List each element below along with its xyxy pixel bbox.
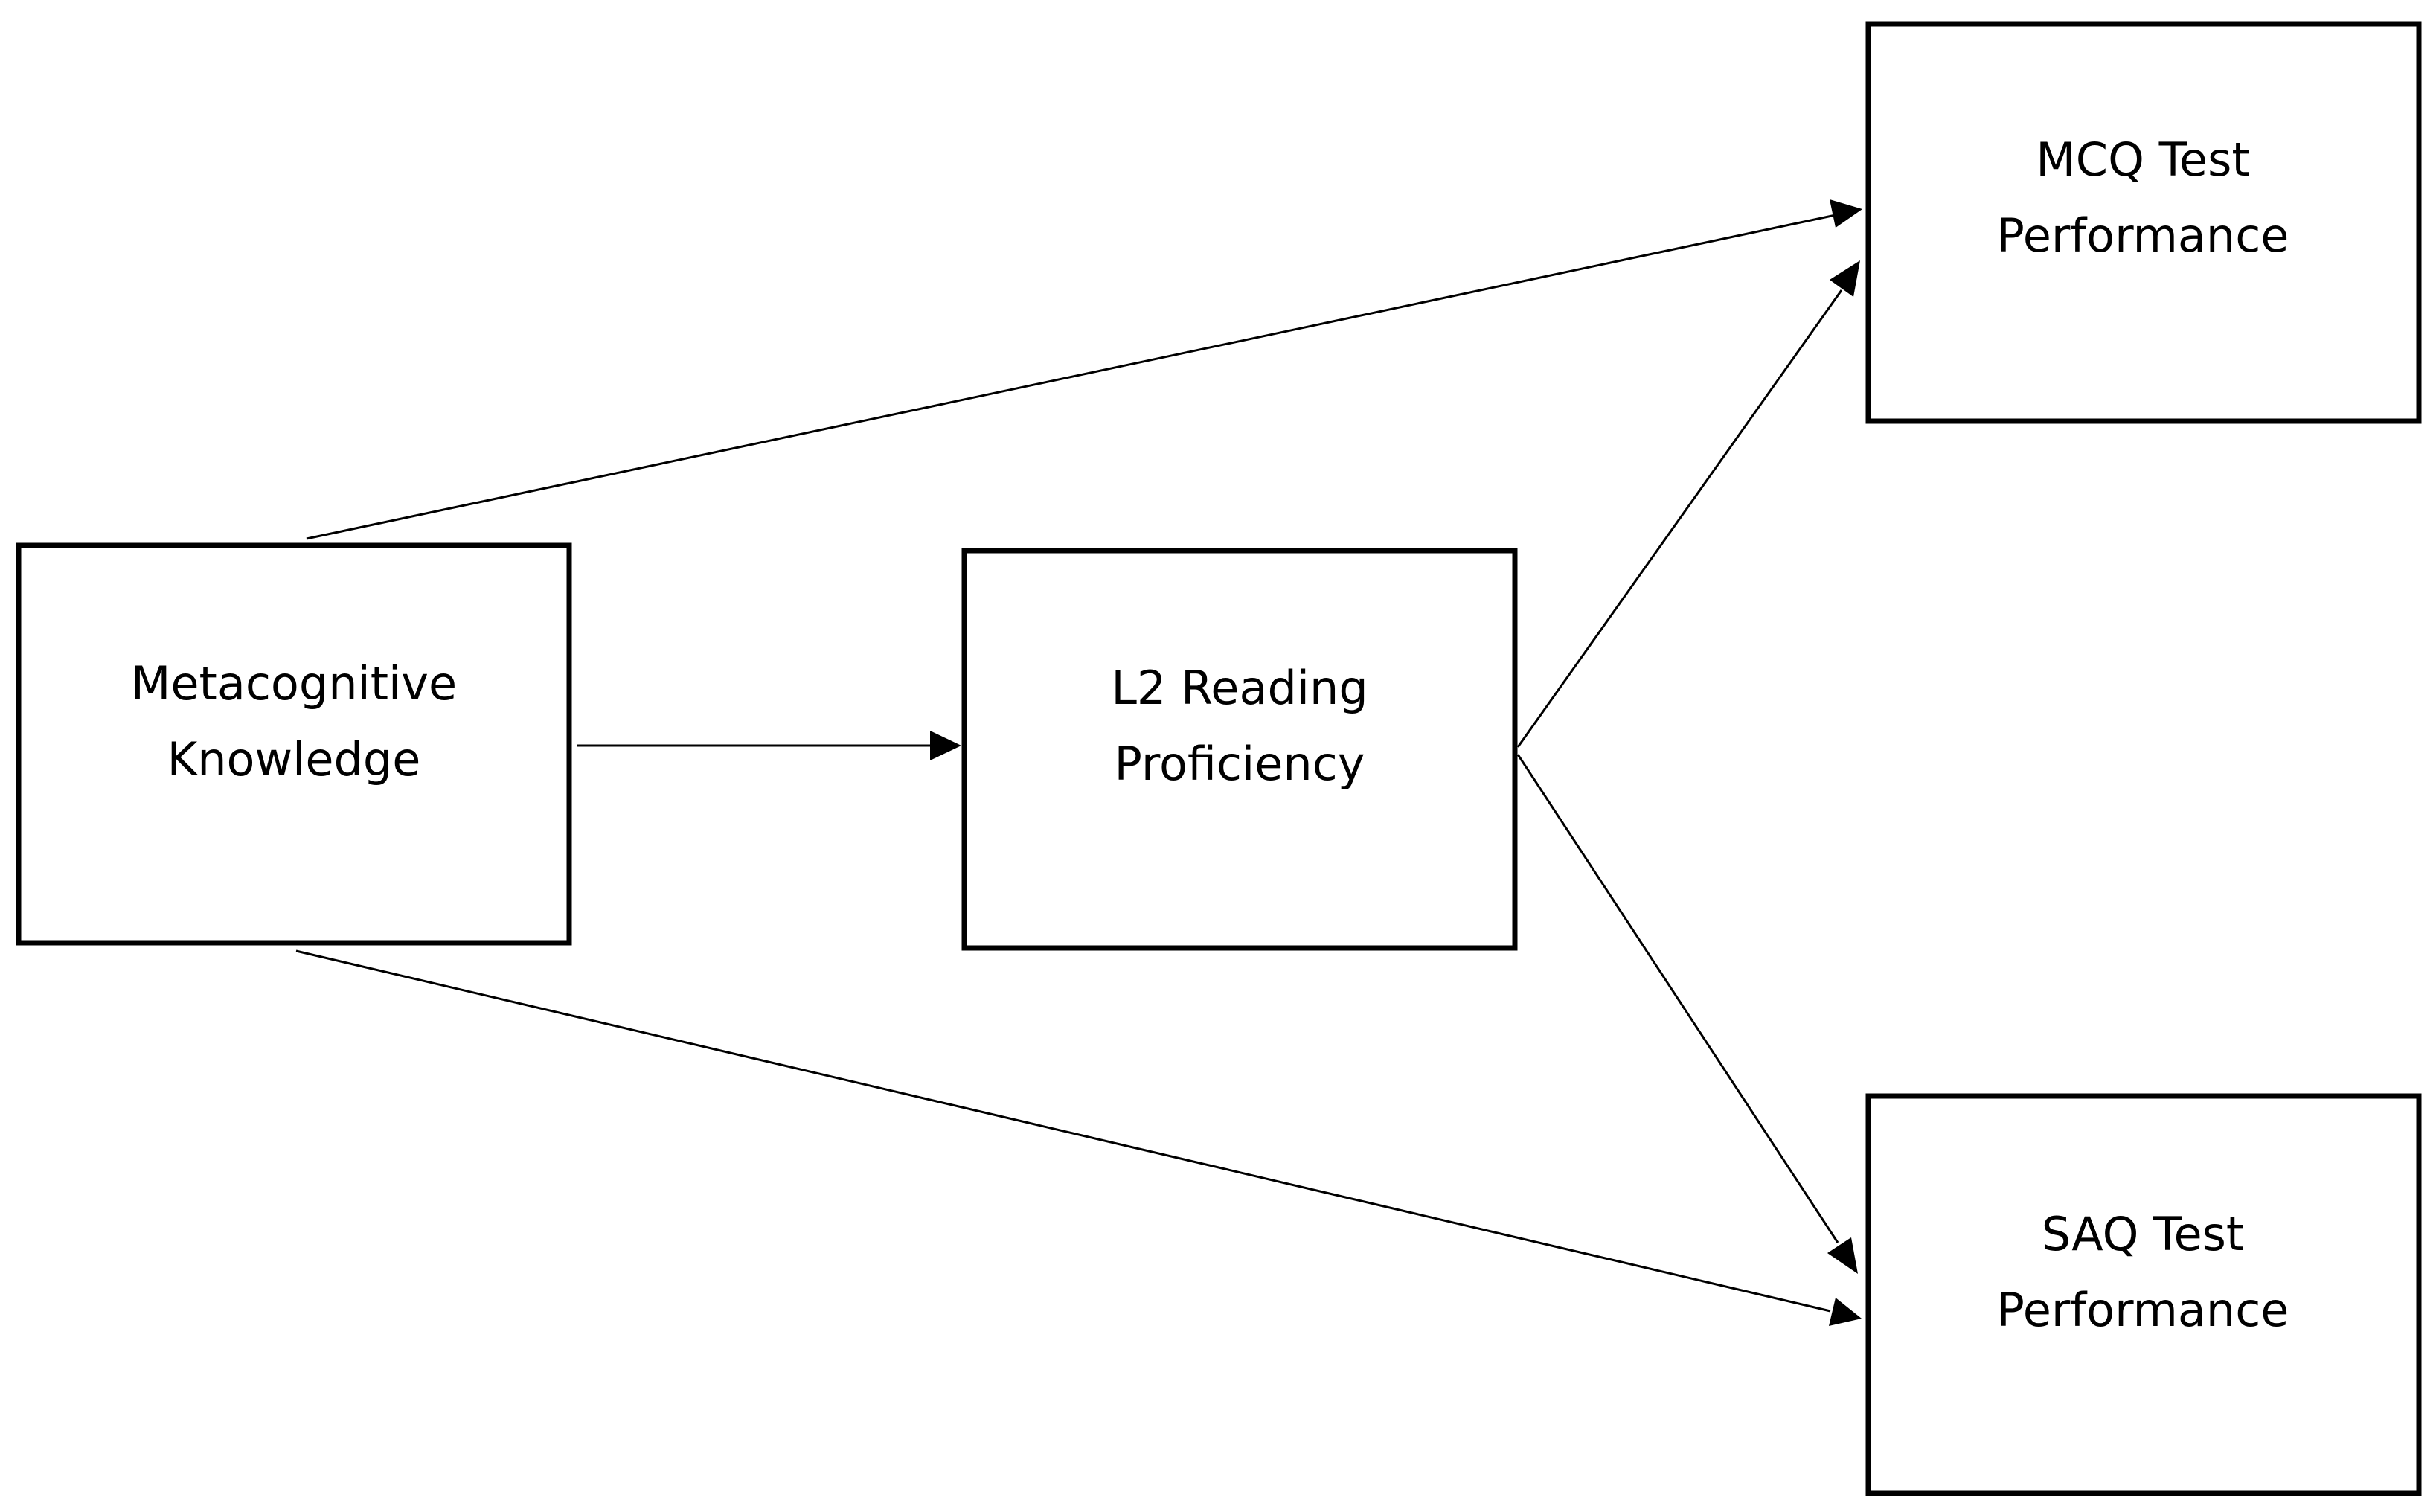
node-label-line2: Performance — [1997, 1283, 2289, 1337]
node-label-line1: L2 Reading — [1111, 661, 1368, 715]
edge-metacognitive-to-saq — [295, 949, 1831, 1313]
edge-l2-to-mcq — [1516, 289, 1843, 748]
arrowhead-l2-to-mcq — [1830, 260, 1860, 297]
node-box — [1865, 1093, 2422, 1496]
edge-metacognitive-to-mcq — [306, 208, 1861, 540]
arrowhead-metacognitive-to-saq — [1829, 1298, 1862, 1326]
node-label-line1: Metacognitive — [131, 656, 457, 711]
node-label-line2: Knowledge — [167, 732, 421, 787]
arrowhead-l2-to-saq — [1827, 1237, 1858, 1274]
node-label-line2: Performance — [1997, 208, 2289, 263]
node-metacognitive-knowledge: Metacognitive Knowledge — [16, 542, 572, 946]
node-label-line1: SAQ Test — [2042, 1207, 2244, 1261]
node-mcq-test-performance: MCQ Test Performance — [1865, 21, 2422, 424]
edges — [295, 199, 1862, 1326]
arrowhead-metacognitive-to-l2 — [930, 731, 961, 760]
arrowhead-metacognitive-to-mcq — [1830, 199, 1862, 228]
node-saq-test-performance: SAQ Test Performance — [1865, 1093, 2422, 1496]
edge-l2-to-saq — [1516, 754, 1839, 1243]
node-label-line1: MCQ Test — [2036, 132, 2249, 187]
node-label-line2: Proficiency — [1115, 737, 1365, 791]
node-box — [1865, 21, 2422, 424]
node-l2-reading-proficiency: L2 Reading Proficiency — [961, 548, 1518, 951]
node-box — [961, 548, 1518, 951]
node-box — [16, 542, 572, 946]
